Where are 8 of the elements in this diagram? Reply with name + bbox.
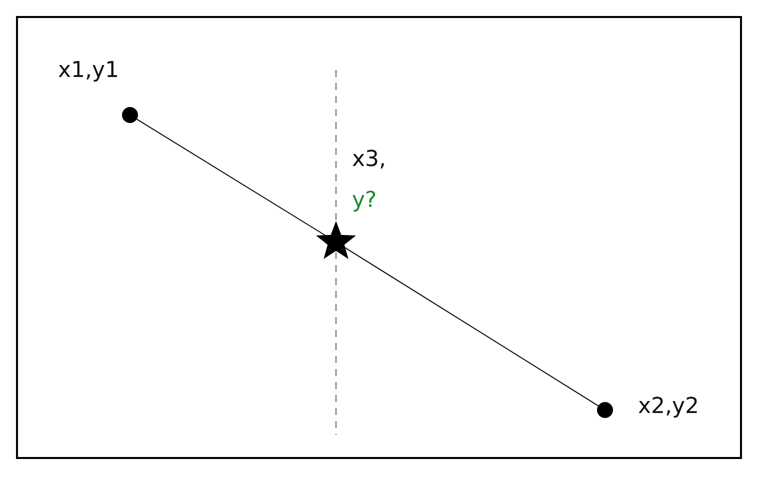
coordinate-label: x3,	[352, 147, 386, 173]
coordinate-label: x1,y1	[58, 58, 120, 84]
coordinate-label: x2,y2	[638, 394, 700, 420]
coordinate-label: y?	[352, 188, 377, 214]
point-dot	[597, 402, 613, 418]
connector-line	[344, 247, 599, 406]
point-dot	[122, 107, 138, 123]
connector-line	[136, 118, 328, 237]
